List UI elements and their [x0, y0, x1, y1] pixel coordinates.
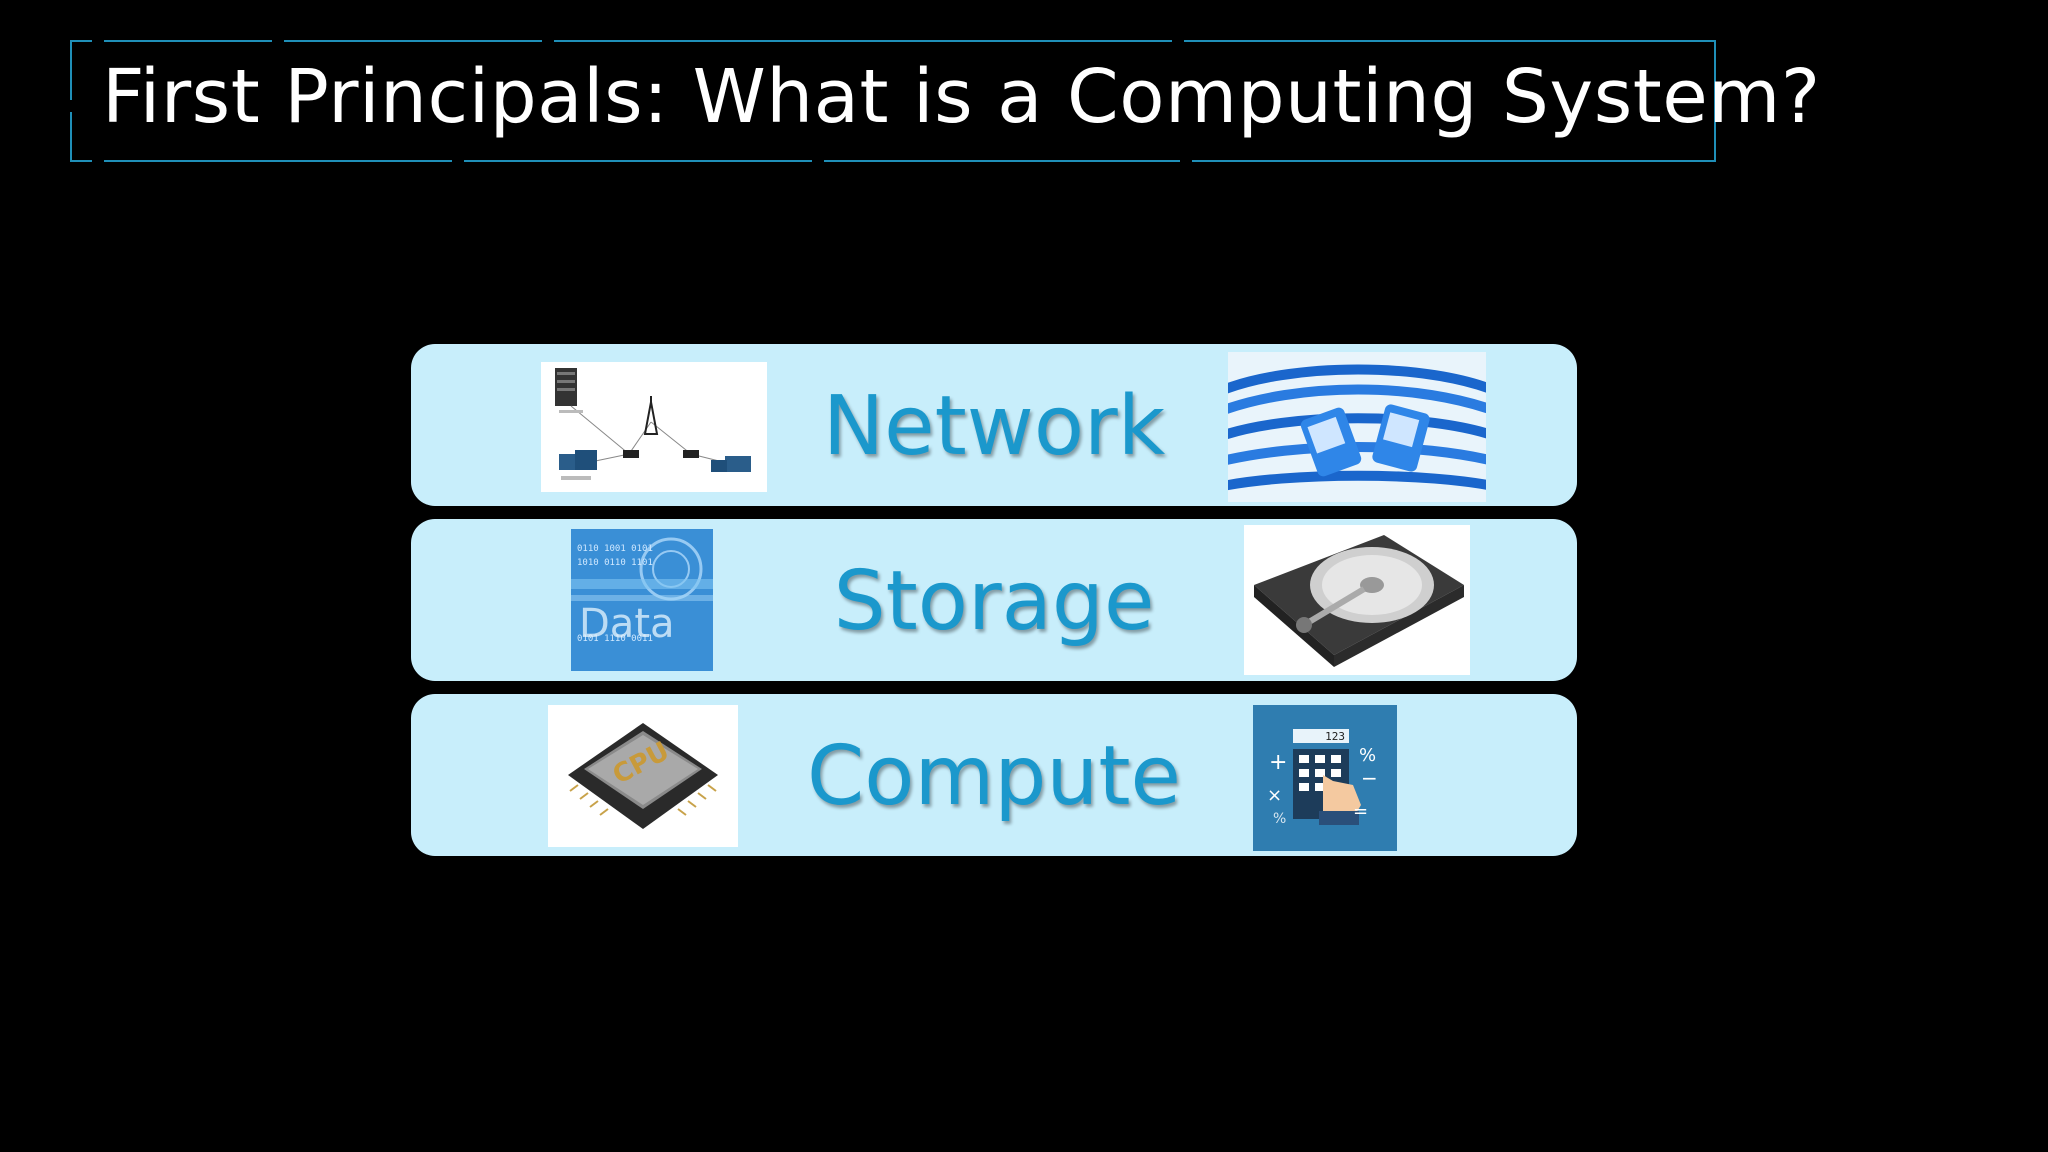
slide-title: First Principals: What is a Computing Sy…: [102, 54, 1821, 140]
svg-text:0101 1110 0011: 0101 1110 0011: [577, 634, 653, 644]
ethernet-cable-icon: [1228, 352, 1486, 502]
svg-text:%: %: [1359, 745, 1376, 766]
svg-text:=: =: [1353, 801, 1368, 822]
hard-drive-icon: [1244, 525, 1470, 675]
row-label: Network: [822, 379, 1166, 474]
row-label: Compute: [807, 729, 1181, 824]
svg-text:+: +: [1269, 750, 1287, 775]
cpu-chip-icon: CPU: [548, 705, 738, 847]
calculator-icon: 123 + × % − = %: [1253, 705, 1397, 851]
data-text: Data: [579, 601, 675, 647]
network-row: Network: [411, 344, 1577, 506]
svg-text:%: %: [1273, 811, 1286, 827]
svg-text:×: ×: [1267, 785, 1282, 806]
title-frame: [69, 39, 1716, 163]
row-label: Storage: [833, 554, 1155, 649]
storage-row: 0110 1001 0101 1010 0110 1101 0101 1110 …: [411, 519, 1577, 681]
svg-text:−: −: [1361, 766, 1378, 790]
compute-row: CPU Compute 123 + × % − = %: [411, 694, 1577, 856]
network-diagram-icon: [541, 362, 767, 492]
calc-display: 123: [1325, 730, 1345, 743]
svg-text:1010 0110 1101: 1010 0110 1101: [577, 558, 653, 568]
data-binary-icon: 0110 1001 0101 1010 0110 1101 0101 1110 …: [571, 529, 713, 671]
svg-text:0110 1001 0101: 0110 1001 0101: [577, 544, 653, 554]
